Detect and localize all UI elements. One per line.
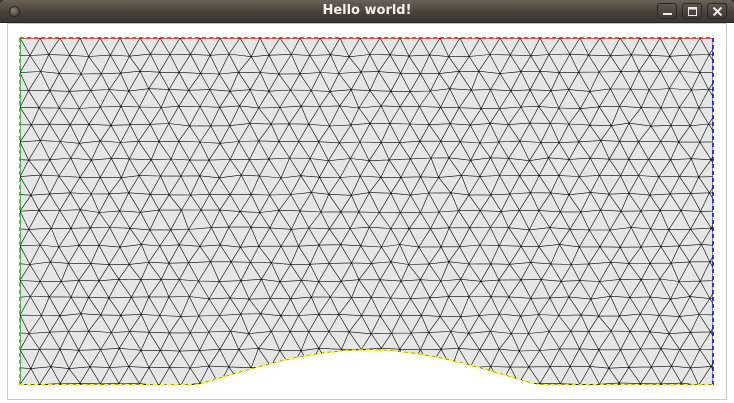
minimize-button[interactable] [657, 3, 677, 19]
window-menu-icon[interactable] [9, 6, 20, 17]
window-title: Hello world! [322, 3, 412, 18]
maximize-button[interactable] [682, 3, 702, 19]
close-icon [712, 7, 723, 16]
bottom-boundary [20, 349, 713, 386]
mesh-domain [20, 38, 713, 385]
maximize-icon [688, 7, 697, 16]
close-button[interactable] [707, 3, 727, 19]
mesh-canvas[interactable] [0, 23, 734, 403]
canvas-border [7, 23, 727, 400]
mesh-edges [20, 38, 713, 385]
mesh-plot [7, 23, 727, 400]
title-bar[interactable]: Hello world! [0, 0, 734, 23]
minimize-icon [663, 13, 672, 15]
